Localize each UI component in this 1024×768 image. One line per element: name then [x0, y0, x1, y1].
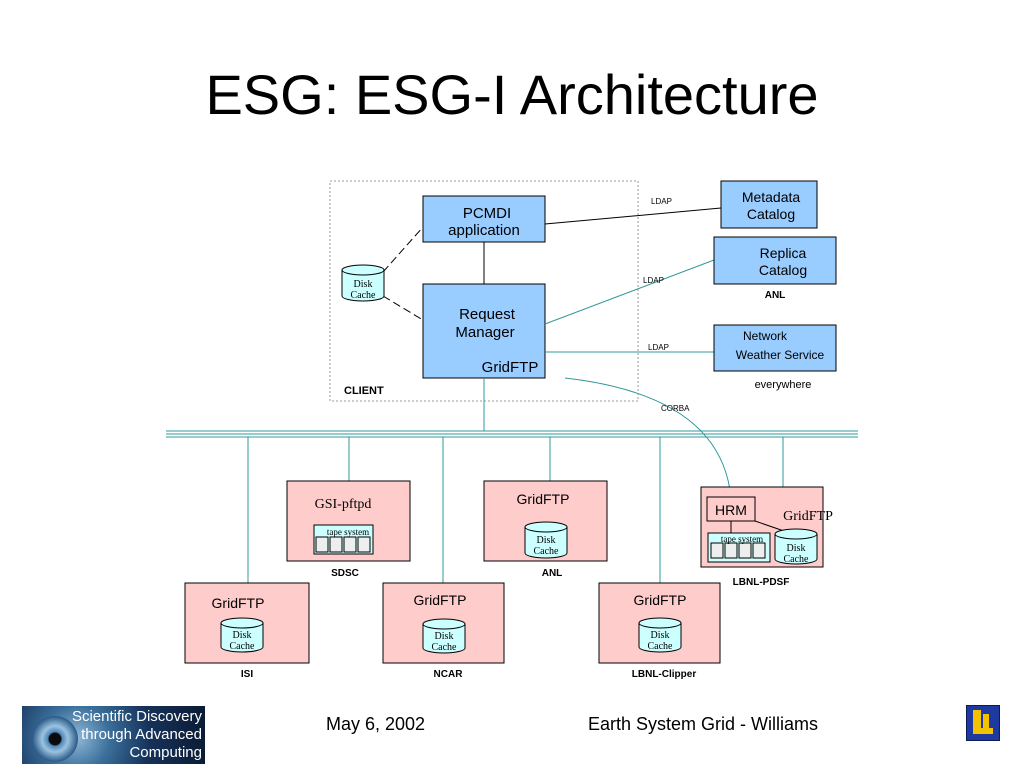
isi-site-label: ISI — [241, 669, 253, 680]
replica-site-label: ANL — [765, 290, 786, 301]
client-disk-cache-icon — [341, 264, 385, 302]
replica-link — [544, 259, 715, 325]
replica-label-2: Catalog — [759, 262, 807, 278]
scidac-logo-text: Scientific Discovery through Advanced Co… — [66, 708, 202, 762]
ncar-disk-label-1: Disk — [435, 631, 454, 642]
nws-site-label: everywhere — [755, 379, 812, 391]
lbnl-clipper-disk-label-1: Disk — [651, 630, 670, 641]
metadata-catalog-box — [720, 180, 818, 229]
llnl-logo-icon — [966, 705, 1000, 741]
footer-presentation-title: Earth System Grid - Williams — [588, 714, 819, 734]
lbnl-pdsf-disk-label-1: Disk — [787, 543, 806, 554]
disk-pcmdi-link — [382, 226, 424, 273]
lbnl-pdsf-disk-label-2: Cache — [784, 554, 810, 565]
request-manager-label-2: Manager — [455, 324, 514, 341]
pcmdi-label-1: PCMDI — [463, 205, 511, 222]
corba-link — [564, 377, 731, 491]
metadata-label-2: Catalog — [747, 206, 795, 222]
disk-request-link — [382, 295, 424, 321]
replica-catalog-box — [713, 236, 837, 285]
scidac-logo-line-2: through Advanced — [81, 726, 202, 743]
lbnl-clipper-site-label: LBNL-Clipper — [632, 669, 697, 680]
hrm-disk-link — [754, 520, 785, 532]
lbnl-pdsf-server-label: GridFTP — [783, 509, 833, 524]
client-label: CLIENT — [344, 385, 384, 397]
lbnl-clipper-disk-label-2: Cache — [648, 641, 674, 652]
pcmdi-application-box — [422, 195, 546, 243]
ncar-server-label: GridFTP — [414, 592, 467, 608]
ldap-label-nws: LDAP — [648, 343, 669, 352]
isi-disk-cache-icon — [220, 617, 264, 653]
lbnl-pdsf-site-label: LBNL-PDSF — [733, 577, 790, 588]
scidac-logo: Scientific Discovery through Advanced Co… — [22, 706, 205, 764]
client-disk-label-2: Cache — [351, 290, 377, 301]
sdsc-server-label: GSI-pftpd — [315, 497, 372, 512]
ncar-disk-label-2: Cache — [432, 642, 458, 653]
request-manager-label-1: Request — [459, 306, 516, 323]
isi-disk-label-2: Cache — [230, 641, 256, 652]
pcmdi-label-2: application — [448, 222, 520, 239]
sdsc-storage-label: tape system — [327, 527, 369, 537]
lbnl-pdsf-disk-cache-icon — [774, 528, 818, 565]
anl-site-label: ANL — [542, 568, 563, 579]
nws-label-1: Network — [743, 329, 788, 343]
slide-title: ESG: ESG-I Architecture — [205, 63, 819, 126]
client-disk-label-1: Disk — [354, 279, 373, 290]
lbnl-pdsf-tape-drive-icon — [707, 532, 771, 563]
nws-label-2: Weather Service — [736, 348, 825, 362]
lbnl-pdsf-storage-label: tape system — [721, 534, 763, 544]
nws-box — [713, 324, 837, 372]
sdsc-tape-drive-icon — [313, 524, 374, 555]
replica-label-1: Replica — [760, 245, 807, 261]
sdsc-site-label: SDSC — [331, 568, 359, 579]
ldap-label-metadata: LDAP — [651, 197, 672, 206]
lbnl-clipper-disk-cache-icon — [638, 617, 682, 653]
ldap-label-replica: LDAP — [643, 276, 664, 285]
footer-date: May 6, 2002 — [326, 714, 426, 734]
anl-disk-label-1: Disk — [537, 535, 556, 546]
lbnl-clipper-server-label: GridFTP — [634, 592, 687, 608]
hrm-box — [706, 496, 756, 522]
anl-disk-label-2: Cache — [534, 546, 560, 557]
scidac-logo-line-3: Computing — [129, 744, 202, 761]
corba-label: CORBA — [661, 404, 690, 413]
anl-disk-cache-icon — [524, 521, 568, 559]
isi-disk-label-1: Disk — [233, 630, 252, 641]
request-manager-gridftp: GridFTP — [482, 359, 539, 376]
anl-server-label: GridFTP — [517, 491, 570, 507]
scidac-eye-icon — [32, 716, 78, 762]
ncar-disk-cache-icon — [422, 618, 466, 654]
metadata-link — [544, 207, 722, 225]
metadata-label-1: Metadata — [742, 189, 801, 205]
ncar-site-label: NCAR — [434, 669, 464, 680]
isi-server-label: GridFTP — [212, 595, 265, 611]
scidac-logo-line-1: Scientific Discovery — [71, 708, 202, 725]
hrm-label: HRM — [715, 502, 747, 518]
